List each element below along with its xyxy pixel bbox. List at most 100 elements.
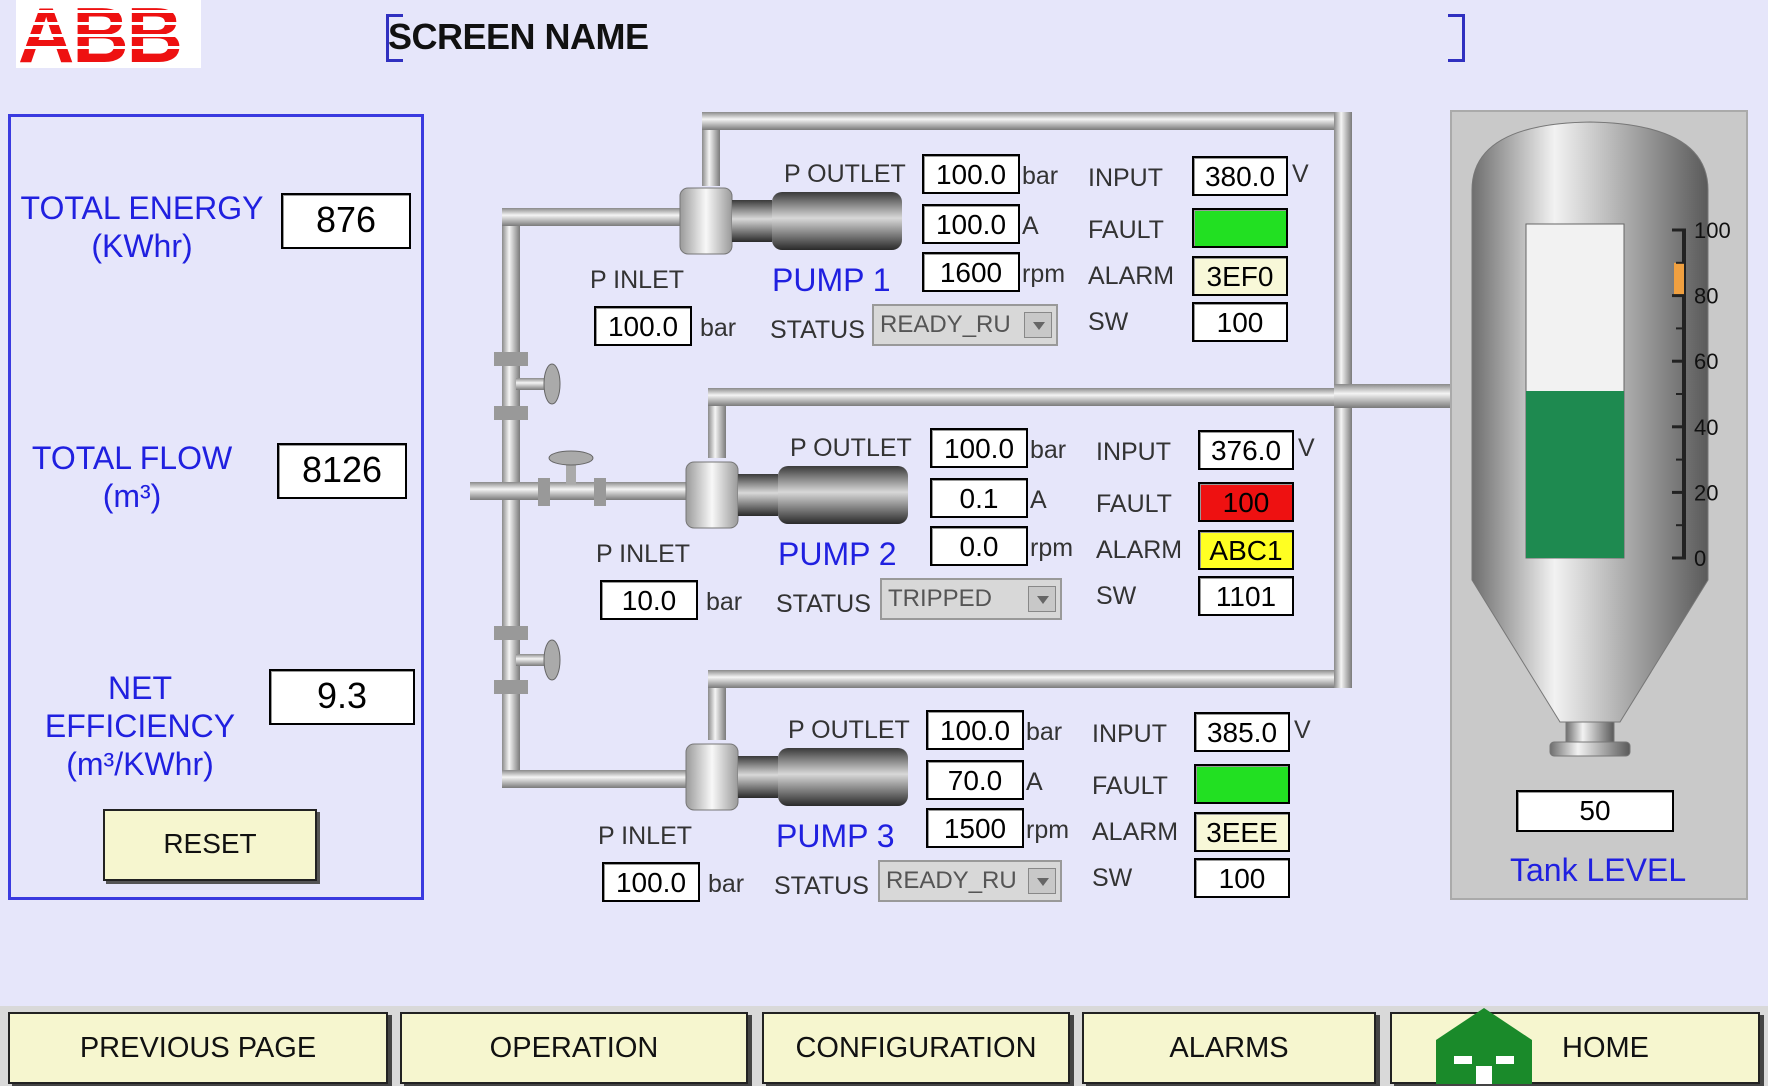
pump-2-sw-label: SW <box>1096 582 1137 610</box>
total-energy-label: TOTAL ENERGY (KWhr) <box>20 190 264 264</box>
pump-1-p-inlet-value: 100.0 <box>594 306 692 346</box>
pump-2-p-outlet-value: 100.0 <box>930 428 1028 468</box>
pump-2-p-outlet-unit: bar <box>1030 436 1067 464</box>
net-efficiency-value: 9.3 <box>269 669 415 725</box>
pump-2-p-inlet-value: 10.0 <box>600 580 698 620</box>
pump-1-alarm-label: ALARM <box>1088 262 1175 290</box>
tank-scale-tick <box>1672 556 1686 560</box>
pump-1-alarm-value: 3EF0 <box>1192 256 1288 296</box>
pump-3-status-label: STATUS <box>774 872 869 900</box>
tank-scale-label: 80 <box>1694 284 1718 309</box>
tank-scale-tick <box>1672 490 1686 494</box>
pump-3-p-inlet-unit: bar <box>708 870 745 898</box>
pump-3-input-value: 385.0 <box>1194 712 1290 752</box>
total-flow-label: TOTAL FLOW (m³) <box>31 440 233 514</box>
pump-2-p-outlet-label: P OUTLET <box>790 434 912 462</box>
pump-1-p-outlet-label: P OUTLET <box>784 160 906 188</box>
tank-scale-tick <box>1672 359 1686 363</box>
pump-2-status-dropdown[interactable]: TRIPPED <box>880 578 1062 620</box>
tank-scale-label: 0 <box>1694 546 1706 571</box>
pump-2-icon <box>685 461 908 529</box>
tank-scale-tick <box>1672 294 1686 298</box>
pump-1-p-inlet-unit: bar <box>700 314 737 342</box>
tank-scale-label: 100 <box>1694 218 1731 243</box>
pump-3-sw-value: 100 <box>1194 858 1290 898</box>
tank-scale-minor-tick <box>1676 458 1686 461</box>
total-energy-value: 876 <box>281 193 411 249</box>
pump-2-current-value: 0.1 <box>930 478 1028 518</box>
pump-2-alarm-value: ABC1 <box>1198 530 1294 570</box>
svg-text:ABB: ABB <box>18 0 181 68</box>
abb-logo-mark: ABB <box>16 0 201 79</box>
pump-3-status-value: READY_RU <box>886 867 1017 894</box>
home-button[interactable]: HOME <box>1390 1008 1760 1084</box>
alarms-button[interactable]: ALARMS <box>1082 1012 1376 1084</box>
screen-title: SCREEN NAME <box>388 16 649 57</box>
pump-3-status-dropdown[interactable]: READY_RU <box>878 860 1062 902</box>
pump-2-input-unit: V <box>1298 434 1315 462</box>
pump-2-input-value: 376.0 <box>1198 430 1294 470</box>
pump-2-status-label: STATUS <box>776 590 871 618</box>
pump-2-sw-value: 1101 <box>1198 576 1294 616</box>
chevron-down-icon[interactable] <box>1028 586 1056 612</box>
abb-logo: ABB <box>16 0 201 79</box>
tank-scale-tick <box>1672 228 1686 232</box>
pump-1-icon <box>679 187 902 255</box>
tank-scale-label: 20 <box>1694 480 1718 505</box>
pump-2-status-value: TRIPPED <box>888 585 993 612</box>
pump-3-p-outlet-unit: bar <box>1026 718 1063 746</box>
pump-3-rpm-unit: rpm <box>1026 816 1070 844</box>
pump-2-p-inlet-label: P INLET <box>596 540 691 568</box>
pump-2-name: PUMP 2 <box>778 536 897 572</box>
pump-2-p-inlet-unit: bar <box>706 588 743 616</box>
pump-2-fault-label: FAULT <box>1096 490 1172 518</box>
home-button-label: HOME <box>1562 1032 1649 1064</box>
tank-scale-label: 60 <box>1694 349 1718 374</box>
pump-3-fault-indicator <box>1194 764 1290 804</box>
pump-1-rpm-unit: rpm <box>1022 260 1066 288</box>
pump-1-p-outlet-unit: bar <box>1022 162 1059 190</box>
operation-button[interactable]: OPERATION <box>400 1012 748 1084</box>
net-efficiency-label: NET EFFICIENCY (m³/KWhr) <box>44 670 236 782</box>
reset-button[interactable]: RESET <box>103 809 317 881</box>
configuration-button[interactable]: CONFIGURATION <box>762 1012 1070 1084</box>
tank-scale-tick <box>1672 425 1686 429</box>
pump-2-rpm-value: 0.0 <box>930 526 1028 566</box>
pump-3-rpm-value: 1500 <box>926 808 1024 848</box>
title-bracket-left <box>386 14 403 62</box>
pump-1-fault-label: FAULT <box>1088 216 1164 244</box>
tank-scale-minor-tick <box>1676 393 1686 395</box>
piping-diagram <box>470 112 1452 788</box>
total-flow-value: 8126 <box>277 443 407 499</box>
pump-1-input-unit: V <box>1292 160 1309 188</box>
pump-1-input-value: 380.0 <box>1192 156 1288 196</box>
pump-1-status-value: READY_RU <box>880 311 1011 338</box>
pump-1-status-dropdown[interactable]: READY_RU <box>872 304 1058 346</box>
pump-3-input-unit: V <box>1294 716 1311 744</box>
pump-3-p-inlet-value: 100.0 <box>602 862 700 902</box>
previous-page-button[interactable]: PREVIOUS PAGE <box>8 1012 388 1084</box>
pump-1-current-value: 100.0 <box>922 204 1020 244</box>
pump-1-sw-label: SW <box>1088 308 1129 336</box>
pump-2-fault-indicator: 100 <box>1198 482 1294 522</box>
pump-3-icon <box>685 743 908 811</box>
tank-scale-minor-tick <box>1676 524 1686 527</box>
tank-setpoint-band <box>1674 262 1684 296</box>
pump-3-p-outlet-value: 100.0 <box>926 710 1024 750</box>
pump-1-input-label: INPUT <box>1088 164 1163 192</box>
pump-3-alarm-value: 3EEE <box>1194 812 1290 852</box>
pump-2-input-label: INPUT <box>1096 438 1171 466</box>
pump-1-fault-indicator <box>1192 208 1288 248</box>
pump-3-alarm-label: ALARM <box>1092 818 1179 846</box>
pump-1-status-label: STATUS <box>770 316 865 344</box>
chevron-down-icon[interactable] <box>1024 312 1052 338</box>
pump-3-fault-label: FAULT <box>1092 772 1168 800</box>
chevron-down-icon[interactable] <box>1028 868 1056 894</box>
pump-1-p-inlet-label: P INLET <box>590 266 685 294</box>
pump-3-p-inlet-label: P INLET <box>598 822 693 850</box>
pump-3-current-value: 70.0 <box>926 760 1024 800</box>
summary-panel: TOTAL ENERGY (KWhr) 876 TOTAL FLOW (m³) … <box>8 114 424 900</box>
pump-2-current-unit: A <box>1030 486 1047 514</box>
